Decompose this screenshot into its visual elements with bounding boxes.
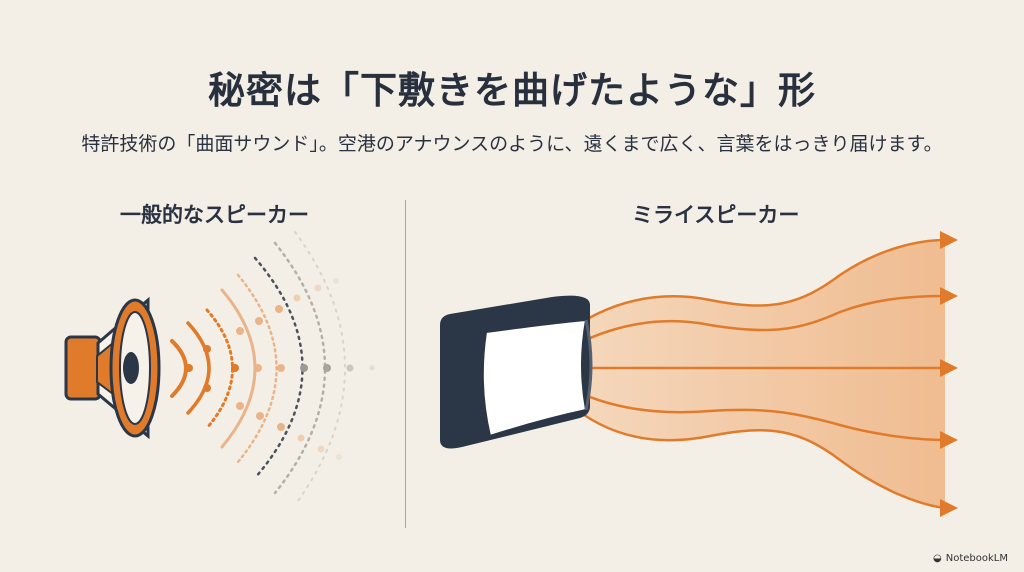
panel-divider: [405, 200, 406, 528]
brand-watermark: ◒ NotebookLM: [933, 553, 1008, 564]
curved-sound-beam: [565, 231, 958, 517]
right-panel-label: ミライスピーカー: [632, 203, 800, 227]
conventional-speaker-icon: [64, 296, 161, 440]
left-panel-label: 一般的なスピーカー: [120, 203, 309, 227]
notebooklm-logo-icon: ◒: [933, 553, 942, 564]
brand-label: NotebookLM: [945, 553, 1008, 564]
wave-nodes: [185, 278, 375, 460]
page-title: 秘密は「下敷きを曲げたような」形: [208, 69, 816, 112]
curved-speaker-icon: [440, 295, 593, 449]
page-subtitle: 特許技術の「曲面サウンド」。空港のアナウンスのように、遠くまで広く、言葉をはっき…: [81, 133, 943, 155]
